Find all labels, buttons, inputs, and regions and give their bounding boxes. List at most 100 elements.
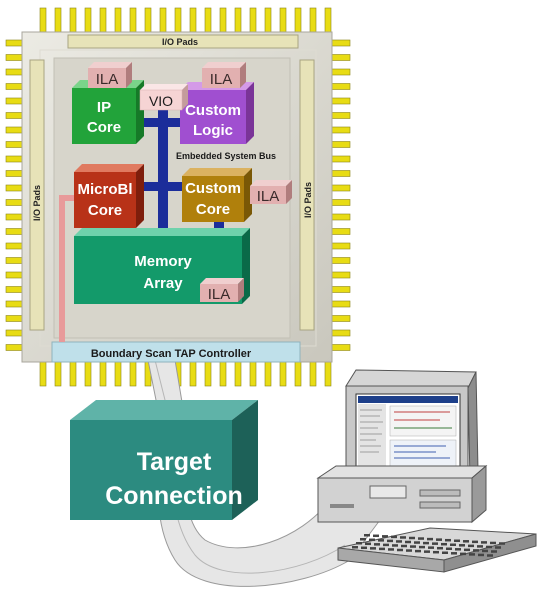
package-pin xyxy=(331,170,351,177)
keyboard-key xyxy=(409,536,415,540)
bus-label: Embedded System Bus xyxy=(176,151,276,161)
keyboard-key xyxy=(401,544,407,548)
package-pin xyxy=(204,7,212,33)
keyboard-key xyxy=(419,545,425,549)
package-pin xyxy=(54,361,62,387)
keyboard-key xyxy=(396,540,402,543)
package-pin xyxy=(5,68,23,76)
package-pin xyxy=(309,7,317,33)
keyboard-key xyxy=(460,552,466,556)
package-pin xyxy=(5,213,23,221)
keyboard-key xyxy=(487,554,493,557)
package-pin xyxy=(331,286,351,293)
keyboard-key xyxy=(406,549,412,552)
package-pin xyxy=(5,257,23,264)
keyboard-key xyxy=(427,537,433,541)
keyboard-key xyxy=(374,543,380,546)
embedded-system-bus xyxy=(136,110,224,235)
keyboard-key xyxy=(486,545,492,549)
package-pin xyxy=(331,39,351,47)
package-pin xyxy=(279,7,287,33)
keyboard-key xyxy=(478,553,484,557)
package-pin xyxy=(331,68,351,76)
custom-core-line2: Core xyxy=(196,201,230,218)
package-pin xyxy=(249,7,257,33)
package-pin xyxy=(324,361,332,387)
package-pin xyxy=(5,141,23,148)
ila-label: ILA xyxy=(257,188,280,205)
keyboard-key xyxy=(369,538,375,542)
microblaze-line1: MicroBl xyxy=(77,181,132,198)
package-pin xyxy=(5,39,23,47)
vio-block: VIO xyxy=(139,84,188,111)
package-pin xyxy=(189,7,197,33)
keyboard-key xyxy=(446,547,452,550)
keyboard-key xyxy=(387,539,393,543)
ila-ip-core: ILA xyxy=(88,62,132,88)
package-pin xyxy=(69,361,77,387)
package-pin xyxy=(99,7,107,33)
package-pin xyxy=(84,361,92,387)
keyboard-key xyxy=(468,544,474,548)
package-pin xyxy=(331,315,351,322)
keyboard-key xyxy=(432,542,438,545)
keyboard-key xyxy=(361,546,367,550)
ila-custom-core: ILA xyxy=(250,180,292,205)
package-pin xyxy=(174,7,182,33)
package-pin xyxy=(5,184,23,192)
keyboard-key xyxy=(442,551,448,554)
keyboard-key xyxy=(405,540,411,544)
io-pads-right-label: I/O Pads xyxy=(303,182,313,218)
keyboard-key xyxy=(383,543,389,547)
package-pin xyxy=(129,361,137,387)
keyboard-key xyxy=(482,549,488,553)
package-pin xyxy=(114,7,122,33)
package-pin xyxy=(331,228,351,235)
keyboard-key xyxy=(378,539,384,542)
custom-core-block: Custom Core xyxy=(182,168,252,222)
package-pin xyxy=(69,7,77,33)
package-pin xyxy=(39,7,47,33)
package-pin xyxy=(331,344,351,351)
package-pin xyxy=(5,83,23,90)
keyboard-key xyxy=(445,538,451,542)
package-pin xyxy=(5,242,23,250)
io-pads-right: I/O Pads xyxy=(299,59,315,331)
package-pin xyxy=(331,141,351,148)
package-pin xyxy=(129,7,137,33)
tap-controller-label: Boundary Scan TAP Controller xyxy=(91,348,252,360)
package-pin xyxy=(39,361,47,387)
memory-line2: Array xyxy=(143,275,183,292)
package-pin xyxy=(5,300,23,308)
package-pin xyxy=(294,7,302,33)
package-pin xyxy=(331,329,351,337)
keyboard-key xyxy=(472,540,478,544)
package-pins xyxy=(5,7,351,387)
package-pin xyxy=(331,257,351,264)
package-pin xyxy=(54,7,62,33)
io-pads-top: I/O Pads xyxy=(67,34,299,49)
keyboard-key xyxy=(400,536,406,539)
keyboard-key xyxy=(451,552,457,555)
memory-line1: Memory xyxy=(134,253,192,270)
package-pin xyxy=(331,271,351,279)
keyboard-key xyxy=(464,548,470,552)
monitor-screen xyxy=(358,396,458,468)
package-pin xyxy=(249,361,257,387)
keyboard-key xyxy=(424,550,430,553)
keyboard-key xyxy=(379,547,385,551)
keyboard-key xyxy=(481,541,487,544)
package-pin xyxy=(264,361,272,387)
package-pin xyxy=(159,7,167,33)
keyboard-key xyxy=(463,540,469,543)
package-pin xyxy=(204,361,212,387)
package-pin xyxy=(5,228,23,235)
keyboard-key xyxy=(437,546,443,550)
package-pin xyxy=(331,184,351,192)
keyboard-key xyxy=(391,535,397,539)
desktop-computer-icon xyxy=(316,369,537,573)
package-pin xyxy=(189,361,197,387)
ila-label: ILA xyxy=(208,286,231,303)
keyboard-key xyxy=(370,547,376,550)
keyboard-key xyxy=(428,546,434,549)
